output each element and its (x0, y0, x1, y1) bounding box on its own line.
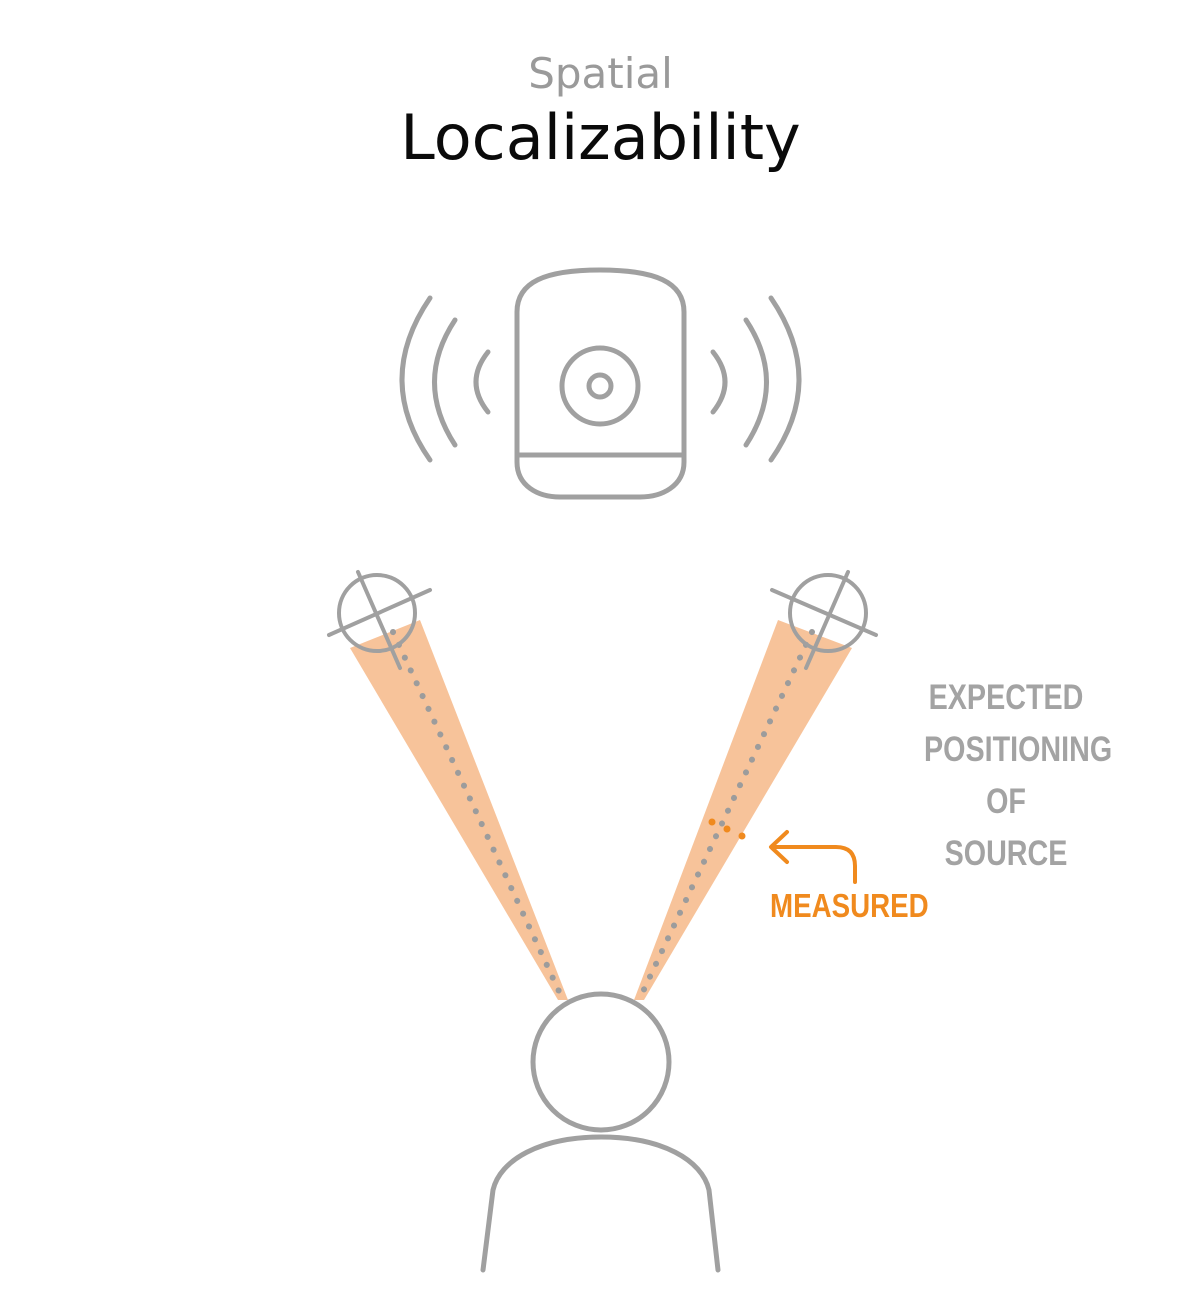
right-dotted-ray (636, 629, 815, 1003)
measured-arrow-icon (769, 830, 857, 884)
left-crosshair-icon (327, 570, 432, 670)
sound-wave-right-icon (710, 295, 802, 463)
listener-icon (480, 991, 721, 1273)
measured-marker-dots (708, 818, 746, 840)
measured-label: MEASURED (770, 887, 929, 924)
expected-positioning-label: EXPECTED POSITIONING OF SOURCE (924, 678, 1113, 873)
listener-shoulders (480, 1134, 721, 1273)
speaker-body (514, 267, 687, 500)
sound-wave-left-icon (399, 295, 491, 463)
speaker-dust-cap (586, 372, 614, 400)
speaker-icon (514, 267, 687, 500)
left-localization-cone (350, 620, 568, 1000)
right-crosshair-icon (770, 570, 878, 670)
left-dotted-ray (390, 629, 566, 1003)
speaker-cone (559, 345, 641, 427)
listener-head (530, 991, 672, 1133)
right-localization-cone (634, 620, 852, 1000)
diagram-title: Localizability (400, 101, 801, 174)
diagram-subtitle: Spatial (528, 49, 673, 98)
